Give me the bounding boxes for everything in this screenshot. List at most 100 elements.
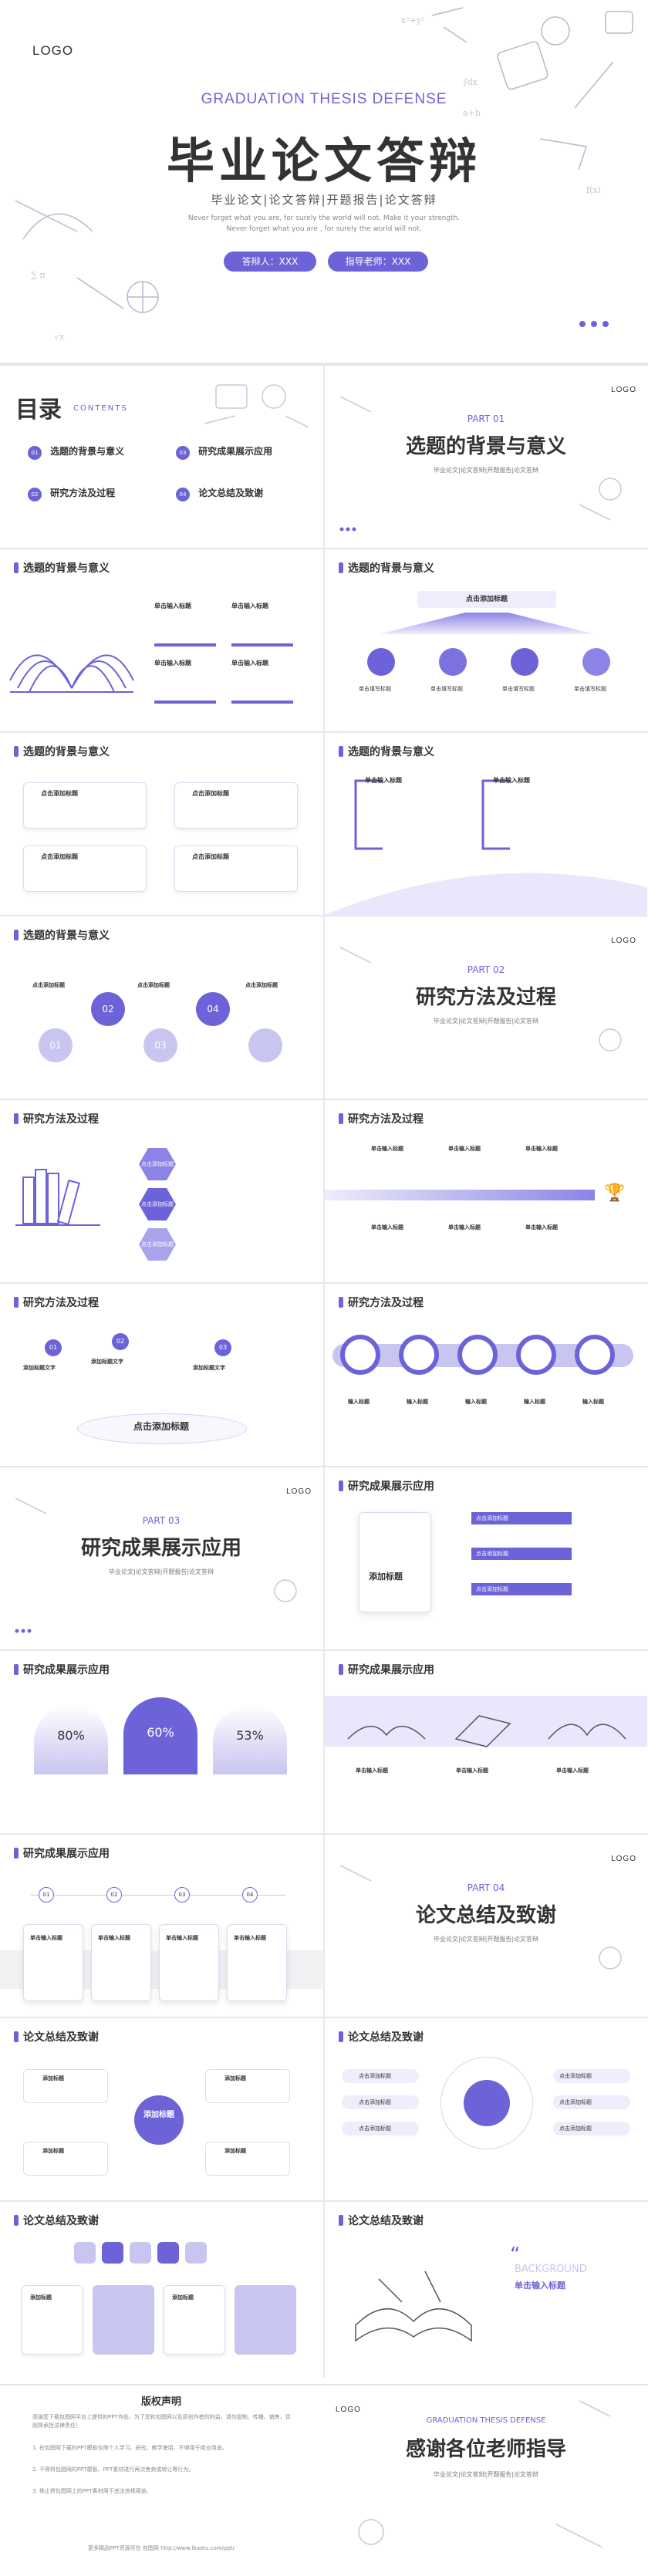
open-book-sketch xyxy=(355,2270,472,2342)
orbit-pill: 点击添加标题 xyxy=(342,2069,419,2083)
stat-value: 60% xyxy=(147,1725,174,1740)
slide-bg-timeline: 选题的背景与意义 单击输入标题 单击输入标题 xyxy=(325,733,647,915)
divider xyxy=(0,915,648,917)
card-title: 单击输入标题 xyxy=(30,1935,62,1941)
step-label: 点击添加标题 xyxy=(32,982,65,988)
ring xyxy=(340,1335,380,1375)
card-title: 添加标题 xyxy=(42,2075,64,2081)
orbit-pill: 点击添加标题 xyxy=(342,2095,419,2109)
book-label: 单击输入标题 xyxy=(356,1767,388,1774)
toc-number: 02 xyxy=(28,488,42,501)
card-title: 添加标题 xyxy=(224,2148,246,2154)
result-tag: 点击添加标题 xyxy=(471,1512,572,1524)
summary-card: 添加标题 xyxy=(23,2142,108,2176)
background-en: BACKGROUND xyxy=(515,2264,587,2275)
hero-subtitle-en: GRADUATION THESIS DEFENSE xyxy=(201,91,447,107)
ring-label: 输入标题 xyxy=(524,1399,545,1405)
logo: LOGO xyxy=(611,937,636,945)
slide-method-arrow: 研究方法及过程 🏆 单击输入标题 单击输入标题 单击输入标题 单击输入标题 单击… xyxy=(325,1100,647,1282)
progress-bar xyxy=(154,643,216,647)
slide-part04: LOGO PART 04 论文总结及致谢 毕业论文|论文答辩|开题报告|论文答辩 xyxy=(325,1835,647,2017)
trapezoid-header: 点击添加标题 xyxy=(417,591,556,608)
toc-item[interactable]: 03 研究成果展示应用 xyxy=(176,443,272,460)
feature-card: 添加标题 xyxy=(359,1512,431,1612)
arrow-band xyxy=(325,1190,595,1200)
book-sketches xyxy=(347,1715,626,1747)
orbit-ring xyxy=(440,2057,533,2149)
part-sketch xyxy=(339,1865,622,1970)
stat-value: 80% xyxy=(57,1728,85,1743)
part-title: 选题的背景与意义 xyxy=(405,435,566,458)
ring-label: 输入标题 xyxy=(348,1399,370,1405)
toc-label: 选题的背景与意义 xyxy=(50,446,125,457)
slide-title: 研究方法及过程 xyxy=(14,1111,99,1126)
timeline-title: 单击输入标题 xyxy=(365,777,402,784)
toc-item[interactable]: 04 论文总结及致谢 xyxy=(176,484,263,501)
orbit-pill: 点击添加标题 xyxy=(553,2122,630,2135)
slide-title: 研究成果展示应用 xyxy=(14,1662,110,1677)
stat-column xyxy=(34,1705,108,1774)
step-circle-02: 02 xyxy=(91,992,125,1026)
ring xyxy=(457,1335,498,1375)
summary-card: 添加标题 xyxy=(23,2069,108,2103)
part-sketch xyxy=(339,947,622,1052)
book-label: 单击输入标题 xyxy=(556,1767,589,1774)
icon-square xyxy=(102,2242,123,2264)
hex-tag: 点击添加标题 xyxy=(139,1188,176,1220)
summary-card-accent xyxy=(93,2285,154,2355)
copyright-link[interactable]: 更多精品PPT资源尽在 包图网 http://www.ibaotu.com/pp… xyxy=(87,2545,235,2551)
result-tag: 点击添加标题 xyxy=(471,1583,572,1595)
card: 点击添加标题 xyxy=(23,782,147,829)
toc-item[interactable]: 01 选题的背景与意义 xyxy=(28,443,124,460)
logo: LOGO xyxy=(32,43,74,58)
step-circle-01: 01 xyxy=(39,1028,73,1062)
card-title: 点击添加标题 xyxy=(41,853,78,860)
divider xyxy=(0,2017,648,2018)
step-label: 添加标题文字 xyxy=(193,1365,225,1371)
part-sketch xyxy=(15,1497,297,1633)
arrow-label: 单击输入标题 xyxy=(448,1146,481,1152)
slide-part01: LOGO PART 01 选题的背景与意义 毕业论文|论文答辩|开题报告|论文答… xyxy=(325,366,647,548)
quote-title: 单击输入标题 xyxy=(515,2281,565,2291)
feature-icon-circle xyxy=(582,648,610,676)
toc-number: 03 xyxy=(176,446,190,460)
copyright-line: 3. 禁止将包图网上的PPT素材用于违法违规用途。 xyxy=(32,2488,152,2494)
card-title: 添加标题 xyxy=(172,2294,194,2301)
toc-number: 01 xyxy=(28,446,42,460)
slide-summary-orbit: 论文总结及致谢 点击添加标题 点击添加标题 点击添加标题 点击添加标题 点击添加… xyxy=(325,2018,647,2200)
card: 点击添加标题 xyxy=(23,846,147,892)
slide-method-steps: 研究方法及过程 01 02 03 添加标题文字 添加标题文字 添加标题文字 点击… xyxy=(0,1284,322,1466)
item-title: 单击输入标题 xyxy=(154,660,191,667)
svg-text:a+b: a+b xyxy=(463,108,481,118)
ring-label: 输入标题 xyxy=(407,1399,428,1405)
arrow-label: 单击输入标题 xyxy=(371,1224,403,1231)
part-title: 论文总结及致谢 xyxy=(415,1904,556,1927)
item-title: 单击输入标题 xyxy=(231,603,268,609)
card-title: 点击添加标题 xyxy=(192,790,229,797)
result-tag: 点击添加标题 xyxy=(471,1548,572,1560)
toc-label: 论文总结及致谢 xyxy=(198,488,264,498)
card-title: 单击输入标题 xyxy=(98,1935,130,1941)
progress-bar xyxy=(231,701,293,704)
toc-item[interactable]: 02 研究方法及过程 xyxy=(28,484,115,501)
svg-text:√x: √x xyxy=(54,332,65,342)
feature-label: 单击填写标题 xyxy=(359,686,391,692)
platform-ellipse xyxy=(77,1413,247,1444)
thanks-title: 感谢各位老师指导 xyxy=(405,2438,566,2461)
slide-title: 选题的背景与意义 xyxy=(339,560,434,576)
slide-title: 论文总结及致谢 xyxy=(339,2029,424,2044)
step-dot: 03 xyxy=(174,1887,190,1902)
icon-square xyxy=(185,2242,207,2264)
part-title: 研究方法及过程 xyxy=(415,986,556,1009)
arrow-label: 单击输入标题 xyxy=(525,1224,558,1231)
logo: LOGO xyxy=(286,1487,312,1496)
divider xyxy=(0,1099,648,1100)
thanks-sketch xyxy=(358,2400,611,2548)
card-title: 单击输入标题 xyxy=(234,1935,266,1941)
ring-label: 输入标题 xyxy=(582,1399,604,1405)
hero-tagline: 毕业论文|论文答辩|开题报告|论文答辩 xyxy=(211,193,437,207)
card-title: 添加标题 xyxy=(42,2148,64,2154)
trophy-icon: 🏆 xyxy=(604,1183,626,1203)
toc-title: 目录 xyxy=(15,397,62,424)
slide-title: 选题的背景与意义 xyxy=(14,927,110,943)
